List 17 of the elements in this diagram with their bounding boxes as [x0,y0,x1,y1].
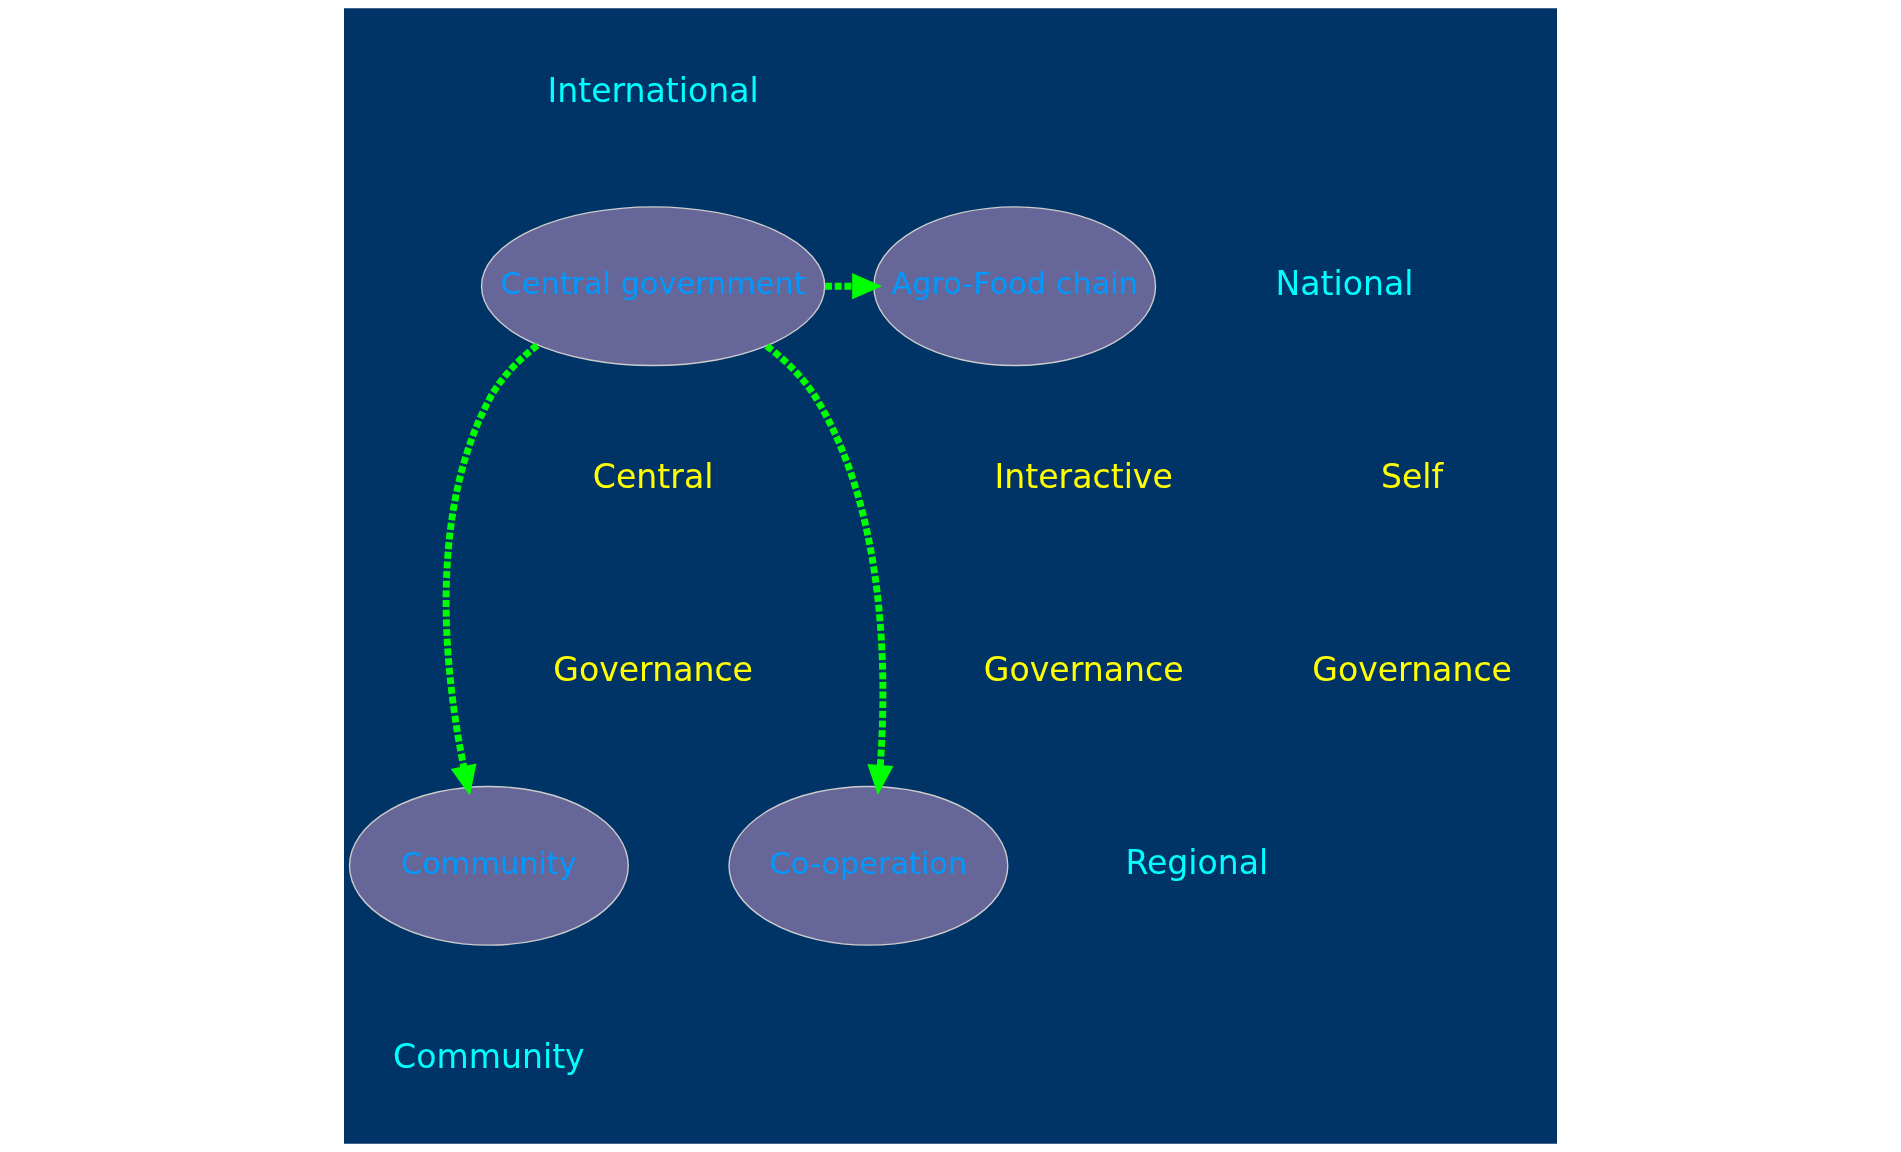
node-ellipse: Agro-Food chain [873,206,1157,367]
label: Community [393,1036,585,1076]
label: National [1275,263,1414,303]
arrow [825,273,883,300]
label: Central [592,456,714,496]
label: Interactive [994,456,1173,496]
node-ellipse: Central government [480,206,826,367]
label: Governance [1312,650,1512,690]
arrow [442,342,540,796]
label: Governance [553,650,753,690]
arrow [764,343,894,795]
label: Self [1380,456,1444,496]
label: Governance [983,650,1184,690]
node-ellipse: Community [348,785,629,946]
label: Regional [1125,843,1269,883]
label: International [547,70,759,110]
node-ellipse: Co-operation [728,785,1009,946]
